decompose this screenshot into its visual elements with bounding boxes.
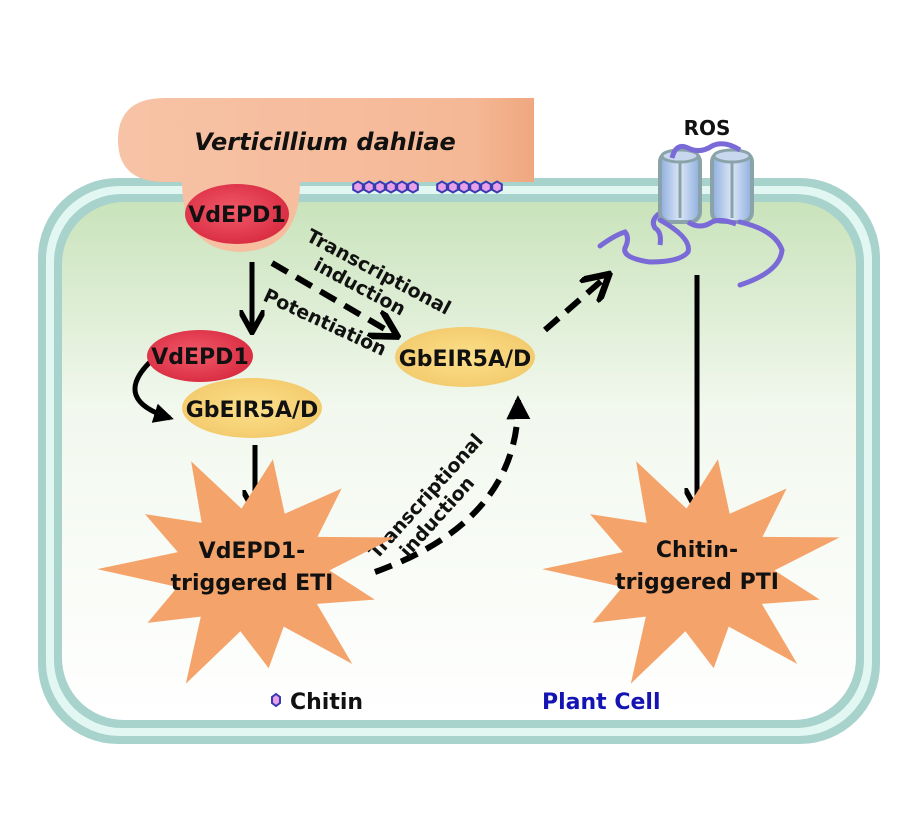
arrow-transcriptional-induction-bottom	[373, 395, 531, 575]
chitin-unit	[458, 180, 470, 194]
chitin-unit	[491, 180, 503, 194]
ros-loop-right	[737, 219, 785, 288]
chitin-unit	[385, 180, 397, 194]
effector-vdepd1-complex-label: VdEPD1	[151, 345, 249, 370]
chitin-unit	[407, 180, 419, 194]
pti-burst	[542, 459, 840, 684]
chitin-legend-icon	[271, 692, 281, 708]
arrow-complex-binding	[132, 360, 174, 423]
eti-burst	[97, 459, 395, 684]
effector-vdepd1-top-label: VdEPD1	[188, 203, 286, 228]
chitin-unit	[480, 180, 492, 194]
effector-vdepd1-top	[185, 184, 289, 244]
chitin-unit	[447, 180, 459, 194]
chitin-unit	[374, 180, 386, 194]
receptor-gbeir5ad-complex	[182, 378, 322, 438]
receptor-gbeir5ad-complex-label: GbEIR5A/D	[186, 398, 319, 423]
pti-label-line1: Chitin-	[656, 538, 738, 563]
chitin-unit	[469, 180, 481, 194]
eti-label-line1: VdEPD1-	[199, 539, 306, 564]
chitin-unit	[352, 180, 364, 194]
ros-channel	[597, 141, 785, 288]
ros-label: ROS	[684, 116, 731, 140]
arrow-transcriptional-induction-top	[270, 260, 395, 335]
plant-cell-label: Plant Cell	[542, 690, 661, 715]
chitin-legend-label: Chitin	[290, 690, 363, 715]
receptor-gbeir5ad-right	[395, 327, 535, 387]
pti-label-line2: triggered PTI	[615, 570, 779, 595]
eti-label-line2: triggered ETI	[171, 571, 334, 596]
receptor-gbeir5ad-right-label: GbEIR5A/D	[399, 347, 532, 372]
effector-vdepd1-complex	[147, 330, 253, 382]
chitin-unit	[436, 180, 448, 194]
chitin-unit	[363, 180, 375, 194]
chitin-unit	[396, 180, 408, 194]
arrow-receptor-to-ros	[543, 276, 607, 333]
chitin-chain	[352, 180, 503, 194]
ros-loop-left	[597, 217, 691, 265]
pathogen-label: Verticillium dahliae	[194, 128, 456, 156]
